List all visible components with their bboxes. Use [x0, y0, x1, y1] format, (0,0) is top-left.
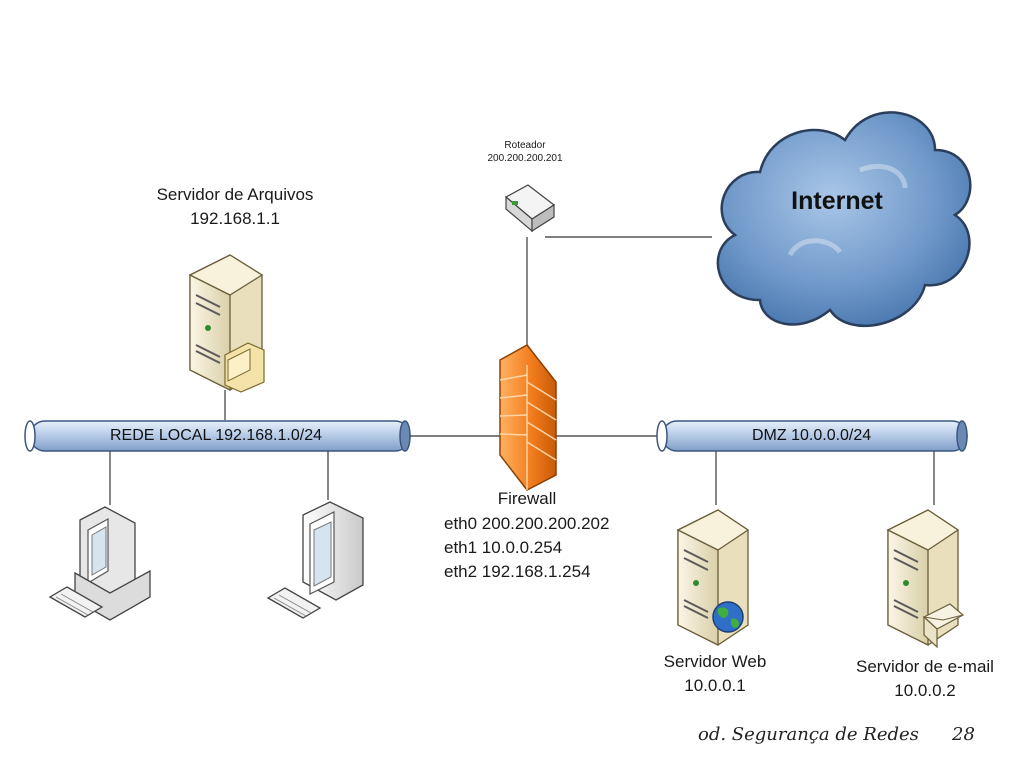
- local-network-bus: [24, 420, 411, 452]
- mail-server-icon: [886, 509, 965, 649]
- footer-course: od. Segurança de Redes: [698, 724, 919, 745]
- mail-server-label: Servidor de e-mail 10.0.0.2: [850, 655, 1000, 703]
- workstation-icon: [266, 501, 364, 619]
- dmz-label: DMZ 10.0.0.0/24: [752, 427, 872, 444]
- router-name: Roteador: [504, 140, 546, 151]
- firewall-eth1: eth1 10.0.0.254: [444, 538, 563, 557]
- connection-lines: [109, 236, 935, 505]
- mail-server-name: Servidor de e-mail: [856, 657, 994, 676]
- firewall-eth2: eth2 192.168.1.254: [444, 562, 591, 581]
- web-server-ip: 10.0.0.1: [684, 676, 746, 695]
- firewall-icon: [499, 344, 557, 491]
- file-server-icon: [188, 254, 265, 393]
- file-server-label: Servidor de Arquivos 192.168.1.1: [130, 183, 340, 231]
- internet-cloud-icon: [716, 111, 972, 327]
- firewall-label: Firewall: [497, 489, 557, 508]
- file-server-ip: 192.168.1.1: [190, 209, 280, 228]
- router-ip: 200.200.200.201: [487, 153, 563, 164]
- router-icon: [504, 184, 556, 233]
- router-label: Roteador 200.200.200.201: [465, 139, 585, 165]
- web-server-icon: [676, 509, 750, 647]
- internet-label: Internet: [791, 187, 883, 215]
- web-server-name: Servidor Web: [663, 652, 767, 671]
- web-server-label: Servidor Web 10.0.0.1: [650, 650, 780, 698]
- file-server-name: Servidor de Arquivos: [156, 185, 314, 204]
- local-network-label: REDE LOCAL 192.168.1.0/24: [110, 427, 322, 444]
- workstation-icon: [48, 506, 151, 621]
- folder-icon: [224, 342, 265, 393]
- globe-icon: [712, 601, 744, 633]
- footer-page-number: 28: [952, 724, 975, 745]
- mail-server-ip: 10.0.0.2: [894, 681, 956, 700]
- envelope-icon: [922, 603, 965, 649]
- dmz-bus: [656, 420, 968, 452]
- firewall-eth0: eth0 200.200.200.202: [444, 514, 610, 533]
- firewall-interfaces: eth0 200.200.200.202 eth1 10.0.0.254 eth…: [444, 512, 624, 584]
